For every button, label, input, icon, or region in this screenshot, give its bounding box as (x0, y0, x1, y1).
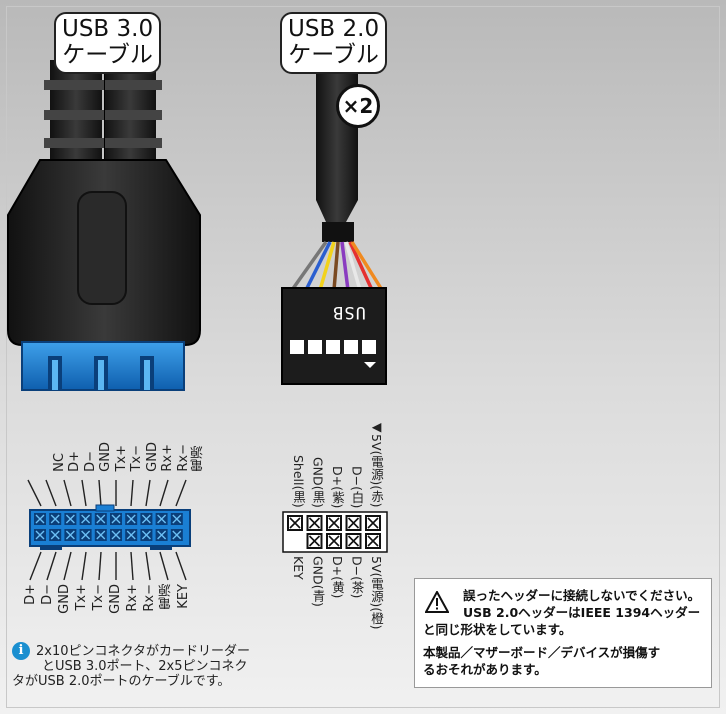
usb3-pin-mark (81, 530, 91, 540)
usb3-pin-label-top: Tx− (129, 445, 144, 472)
usb3-pin-label-top: D+ (67, 451, 82, 472)
usb3-pin-mark (141, 514, 151, 524)
usb3-header-pins (34, 513, 183, 541)
usb2-pin-label-top: ◀5V(電源)(赤) (369, 419, 384, 508)
usb3-pin-label-bottom: GND (57, 584, 72, 614)
usb3-pin-label-bottom: Rx+ (125, 584, 140, 612)
usb3-pin-mark (111, 514, 121, 524)
usb3-pin-label-top: Rx+ (160, 444, 175, 472)
usb3-pin-mark (157, 514, 167, 524)
usb3-pin-mark (172, 514, 182, 524)
usb2-cable-count-badge: ×2 (336, 84, 380, 128)
usb3-pin-label-bottom: Tx+ (74, 584, 89, 611)
usb3-cable (44, 60, 162, 160)
usb3-pin-label-top: NC (51, 453, 67, 472)
usb3-pin-mark (65, 514, 75, 524)
usb3-pin-label-bottom: KEY (176, 584, 191, 609)
usb3-pin-mark (126, 530, 136, 540)
usb3-pin-label-top: 電源 (191, 446, 206, 472)
usb3-pin-mark (111, 530, 121, 540)
usb2-header-pins (287, 515, 381, 549)
warning-line-5: るおそれがあります。 (423, 662, 547, 677)
usb2-pin-mark (367, 535, 379, 547)
usb2-pin-label-bottom: D−(茶) (349, 556, 365, 599)
usb2-pin-label-bottom: 5V(電源)(橙) (369, 556, 384, 630)
usb3-pin-mark (35, 530, 45, 540)
usb2-pin-mark (328, 517, 340, 529)
usb2-pin-label-top: Shell(黒) (291, 455, 306, 508)
usb2-connector-text: USB (332, 302, 366, 322)
usb3-pin-mark (65, 530, 75, 540)
usb2-wires (290, 240, 384, 292)
usb3-pin-label-bottom: 電源 (159, 584, 174, 610)
usb3-label-line1: USB 3.0 (62, 16, 154, 42)
usb2-label-line1: USB 2.0 (288, 16, 380, 42)
usb3-pin-label-top: GND (144, 442, 160, 472)
usb2-cable-label: USB 2.0 ケーブル (280, 12, 388, 74)
warning-line-4: 本製品／マザーボード／デバイスが損傷す (423, 645, 661, 660)
usb3-pin-mark (35, 514, 45, 524)
usb2-pin-label-bottom: GND(青) (310, 556, 326, 607)
warning-triangle-icon (425, 591, 449, 613)
warning-line-1: 誤ったヘッダーに接続しないでください。 (463, 588, 701, 603)
usb2-pin-mark (308, 517, 321, 529)
usb2-pin-label-top: D+(紫) (330, 465, 345, 508)
usb2-pin-mark (308, 535, 321, 547)
usb2-pin-labels-top: ◀5V(電源)(赤) D−(白) D+(紫) GND(黒) Shell(黒) (286, 398, 386, 508)
usb2-pin-mark (328, 535, 340, 547)
usb2-pin-mark (347, 517, 360, 529)
warning-line-2: USB 2.0ヘッダーはIEEE 1394ヘッダー (463, 605, 701, 620)
usb3-pin-mark (126, 514, 136, 524)
usb3-pin-mark (172, 530, 182, 540)
usb3-pin-mark (50, 514, 60, 524)
usb2-pin-label-top: GND(黒) (310, 457, 326, 508)
usb2-pin-mark (347, 535, 360, 547)
note-line-3: タがUSB 2.0ポートのケーブルです。 (12, 674, 231, 689)
usb3-pin-mark (81, 514, 91, 524)
usb2-pin-label-top: D−(白) (349, 465, 365, 508)
usb2-pin-mark (289, 517, 301, 529)
usb3-pin-label-top: GND (98, 442, 113, 472)
usb3-pin-label-bottom: D− (40, 584, 55, 605)
usb3-header (29, 504, 191, 550)
usb3-pin-label-bottom: Tx− (91, 584, 106, 611)
usb3-pin-mark (96, 514, 106, 524)
usb3-connector (7, 159, 201, 391)
usb3-pin-label-bottom: Rx− (142, 584, 157, 612)
usb3-pin-mark (50, 530, 60, 540)
usb3-pin-label-bottom: D+ (23, 584, 38, 605)
warning-box: 誤ったヘッダーに接続しないでください。 USB 2.0ヘッダーはIEEE 139… (414, 578, 712, 688)
usb3-pin-mark (96, 530, 106, 540)
usb2-pin-labels-bottom: 5V(電源)(橙) D−(茶) D+(黄) GND(青) KEY (286, 556, 386, 660)
usb2-label-line2: ケーブル (288, 42, 379, 68)
usb3-pin-label-top: Rx− (175, 444, 191, 472)
info-note: i 2x10ピンコネクタがカードリーダー とUSB 3.0ポート、2x5ピンコネ… (12, 642, 302, 689)
usb2-pin-mark (367, 517, 379, 529)
usb3-leader-lines-bottom (29, 551, 187, 581)
usb3-leader-lines-top (27, 479, 187, 507)
usb2-pin-label-bottom: D+(黄) (330, 556, 345, 599)
usb3-pin-label-bottom: GND (108, 584, 123, 614)
usb3-pin-label-top: Tx+ (113, 445, 129, 472)
note-line-1: 2x10ピンコネクタがカードリーダー (36, 644, 250, 659)
usb2-connector (281, 287, 387, 385)
usb3-pin-mark (157, 530, 167, 540)
usb3-label-line2: ケーブル (62, 42, 153, 68)
usb3-pin-mark (141, 530, 151, 540)
usb2-pin-label-bottom: KEY (291, 556, 306, 580)
usb3-cable-label: USB 3.0 ケーブル (54, 12, 162, 74)
info-icon: i (12, 642, 30, 660)
usb3-pin-label-top: D− (82, 451, 98, 472)
warning-line-3: と同じ形状をしています。 (423, 622, 572, 637)
note-line-2: とUSB 3.0ポート、2x5ピンコネク (42, 659, 248, 674)
